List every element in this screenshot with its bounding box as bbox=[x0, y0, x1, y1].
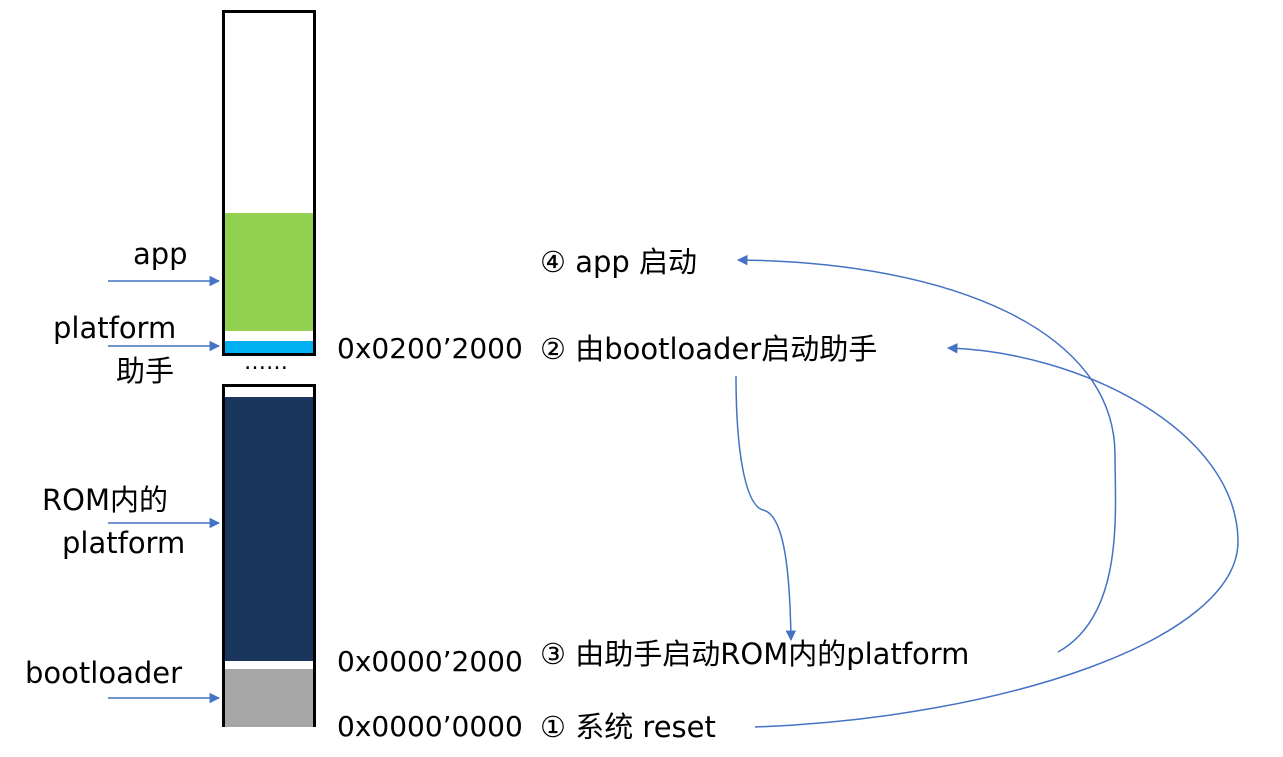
step-2-label: ② 由bootloader启动助手 bbox=[540, 332, 878, 366]
address-0200-2000: 0x0200’2000 bbox=[337, 332, 523, 365]
platform-helper-region bbox=[225, 341, 313, 353]
bootloader-label: bootloader bbox=[25, 656, 183, 690]
address-0000-0000: 0x0000’0000 bbox=[337, 710, 523, 743]
address-0000-2000: 0x0000’2000 bbox=[337, 645, 523, 678]
platform-helper-label-line1: platform bbox=[53, 311, 177, 345]
platform-helper-label-line2: 助手 bbox=[116, 354, 175, 388]
flow-arrow-reset-to-helper bbox=[754, 343, 1239, 728]
rom-platform-label-line1: ROM内的 bbox=[42, 483, 168, 517]
step-4-label: ④ app 启动 bbox=[540, 245, 698, 279]
step-3-label: ③ 由助手启动ROM内的platform bbox=[540, 637, 970, 671]
memory-block-lower bbox=[222, 384, 316, 727]
flow-arrow-rom-to-app bbox=[736, 254, 1117, 653]
memory-block-upper bbox=[222, 10, 316, 356]
bootloader-region bbox=[225, 669, 313, 727]
rom-platform-region bbox=[225, 397, 313, 661]
rom-platform-label-line2: platform bbox=[62, 526, 186, 560]
flow-arrow-helper-to-rom bbox=[735, 375, 797, 642]
gap-marker: …… bbox=[244, 350, 288, 375]
app-region bbox=[225, 213, 313, 331]
step-1-label: ① 系统 reset bbox=[540, 710, 716, 744]
app-label: app bbox=[133, 237, 188, 271]
